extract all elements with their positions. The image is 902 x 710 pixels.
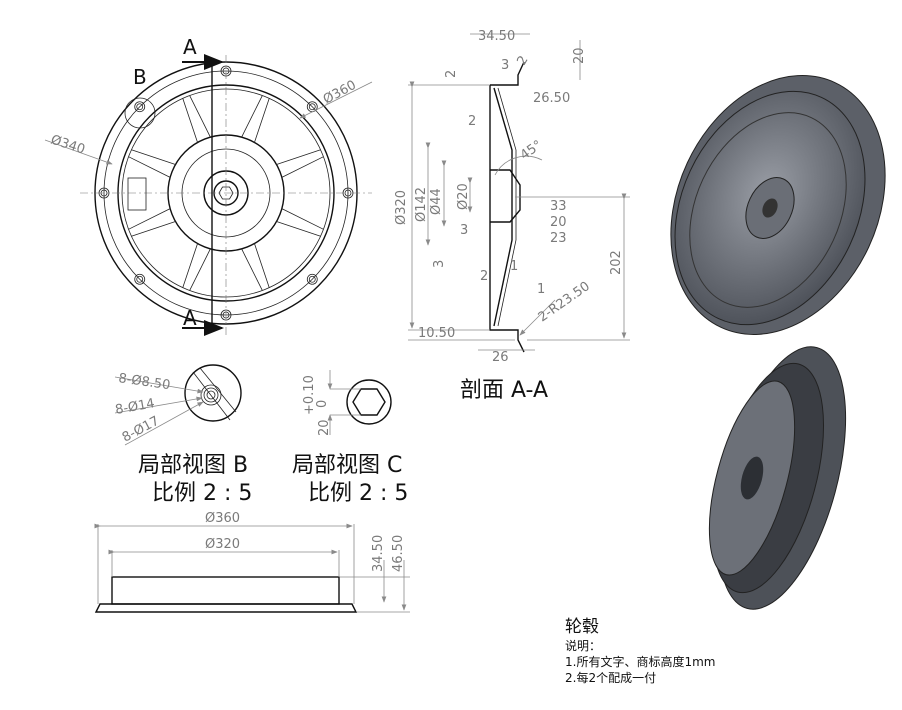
iso-view-front: [670, 75, 886, 335]
detail-b-scale: 比例 2 : 5: [152, 481, 252, 506]
side-view: Ø360 Ø320 34.50 46.50: [94, 511, 410, 613]
tolerance-lower: 0: [315, 400, 330, 408]
dim-dia-20: Ø20: [456, 183, 471, 210]
tolerance-upper: +0.10: [302, 375, 317, 415]
spoke-edge: [241, 248, 263, 291]
spoke-edge: [254, 243, 270, 288]
dim-bolt-circle: Ø340: [49, 133, 87, 158]
spoke-edge: [182, 98, 198, 143]
logo-mark: [127, 177, 147, 211]
hole-dim-14: 8-Ø14: [114, 396, 156, 418]
section-label-bottom: A: [183, 306, 197, 330]
side-dim-34-50: 34.50: [371, 535, 386, 572]
dim-202: 202: [609, 250, 624, 275]
dim-2-wall: 2: [468, 114, 476, 129]
dim-outer-diameter: Ø360: [321, 78, 359, 108]
bolt-hole: [134, 101, 146, 113]
dim-dia-320: Ø320: [394, 190, 409, 225]
side-dim-360: Ø360: [205, 511, 240, 526]
bolt-hole: [134, 273, 146, 285]
spokes: [128, 95, 324, 291]
dim-3-top: 3: [501, 58, 509, 73]
dim-20: 20: [550, 215, 567, 230]
detail-c: +0.10 0 20 局部视图 C 比例 2 : 5: [292, 370, 408, 506]
detail-b: 8-Ø8.50 8-Ø14 8-Ø17 局部视图 B 比例 2 : 5: [114, 364, 252, 506]
dim-1-b: 1: [537, 282, 545, 297]
front-view: A A B Ø360 Ø340: [44, 35, 373, 336]
bolt-hole: [308, 275, 316, 283]
section-title: 剖面 A-A: [460, 378, 548, 403]
dim-2-top: 2: [444, 70, 459, 78]
bolt-hole: [220, 309, 232, 321]
detail-c-title: 局部视图 C: [292, 453, 402, 478]
dim-3-low: 3: [432, 260, 447, 268]
spoke-edge: [189, 248, 211, 291]
spoke-edge: [281, 208, 324, 230]
bolt-hole: [306, 273, 318, 285]
part-name: 轮毂: [565, 617, 599, 637]
dim-23: 23: [550, 231, 567, 246]
bolt-hole: [136, 275, 144, 283]
hex-size: 20: [317, 419, 332, 436]
dim-1-a: 1: [510, 259, 518, 274]
notes-heading: 说明：: [565, 638, 601, 653]
dim-2-low: 2: [480, 269, 488, 284]
hole-dim-17: 8-Ø17: [120, 414, 162, 446]
spoke-edge: [254, 98, 270, 143]
detail-b-title: 局部视图 B: [138, 453, 248, 478]
bolt-hole: [308, 103, 316, 111]
hole-dim-8-5: 8-Ø8.50: [117, 371, 171, 393]
bolt-hole: [344, 189, 352, 197]
spoke-edge: [189, 95, 211, 138]
dim-33: 33: [550, 199, 567, 214]
bolt-hole: [136, 103, 144, 111]
detail-label-b: B: [133, 65, 147, 89]
spoke-edge: [281, 156, 324, 178]
dim-3-mid: 3: [460, 223, 468, 238]
dim-2-chamfer: 2: [514, 53, 531, 68]
section-label-top: A: [183, 35, 197, 59]
spoke-edge: [128, 208, 171, 230]
dim-dia-44: Ø44: [429, 188, 444, 215]
section-view: 34.50 20 2 3 2 26.50 2 45° Ø320 Ø142 Ø44…: [394, 29, 630, 403]
iso-view-back: [708, 346, 847, 610]
side-dim-320: Ø320: [205, 537, 240, 552]
dim-34-50: 34.50: [478, 29, 515, 44]
detail-b-circle: [124, 97, 156, 129]
spoke-edge: [241, 95, 263, 138]
note-line-2: 2.每2个配成一付: [565, 670, 656, 685]
spoke-edge: [276, 221, 321, 237]
dim-26: 26: [492, 350, 509, 365]
dim-10-50: 10.50: [418, 326, 455, 341]
spoke-edge: [131, 149, 176, 165]
spoke-edge: [131, 221, 176, 237]
notes: 轮毂 说明： 1.所有文字、商标高度1mm 2.每2个配成一付: [565, 617, 715, 685]
dim-26-50: 26.50: [533, 91, 570, 106]
dim-dia-142: Ø142: [414, 187, 429, 222]
spoke-edge: [128, 156, 171, 178]
dim-20-top: 20: [572, 47, 587, 64]
spoke-edge: [276, 149, 321, 165]
side-dim-46-50: 46.50: [391, 535, 406, 572]
spoke-edge: [182, 243, 198, 288]
note-line-1: 1.所有文字、商标高度1mm: [565, 654, 715, 669]
detail-c-scale: 比例 2 : 5: [308, 481, 408, 506]
